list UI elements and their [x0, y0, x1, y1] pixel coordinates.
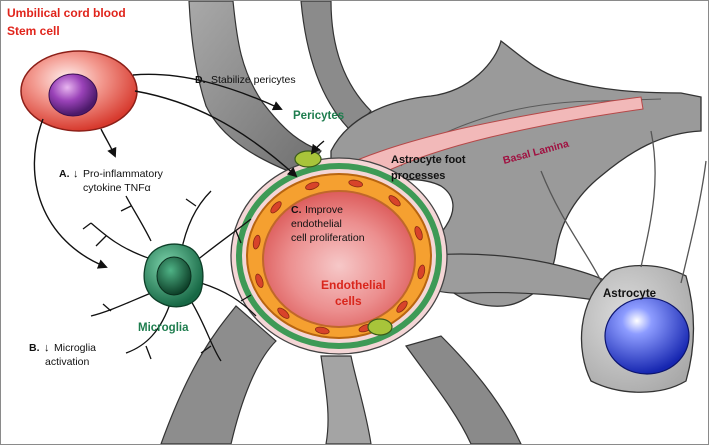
astrocyte-process	[188, 1, 322, 177]
astrocyte-process	[405, 335, 522, 444]
arrow-to-tnf	[100, 128, 117, 158]
astrocyte-label: Astrocyte	[603, 288, 656, 300]
microglia-branches	[82, 190, 257, 362]
astrocyte-nucleus	[604, 297, 690, 375]
endothelial-nucleus	[277, 307, 290, 319]
effect-c-line1: Improve	[305, 204, 343, 216]
vessel-green-layer	[236, 163, 442, 349]
effect-d-text: Stabilize pericytes	[211, 74, 296, 86]
effect-arrows	[33, 73, 325, 269]
effect-a-arrow: ↓	[73, 168, 79, 180]
endothelial-nucleus	[396, 300, 408, 313]
effect-b-arrow: ↓	[44, 342, 50, 354]
effect-a-letter: A.	[59, 168, 70, 180]
pericyte-pointer	[310, 140, 325, 155]
astrocyte-branches	[540, 130, 707, 284]
stem-cell-label-line2: Stem cell	[7, 24, 60, 38]
astrocyte-process	[320, 355, 372, 444]
astrocyte-foot-label-line1: Astrocyte foot	[391, 154, 466, 166]
stem-cell-label-line1: Umbilical cord blood	[7, 6, 126, 20]
endothelial-nucleus	[305, 181, 320, 191]
stem-cell	[20, 50, 138, 132]
effect-a-line1: Pro-inflammatory	[83, 168, 164, 180]
endothelial-nucleus	[417, 264, 426, 280]
effect-c-letter: C.	[291, 204, 302, 216]
effect-b-letter: B.	[29, 342, 40, 354]
endothelial-nucleus	[315, 326, 330, 335]
endothelial-label-line1: Endothelial	[321, 278, 386, 292]
effect-d-letter: D.	[195, 74, 206, 86]
blood-vessel	[230, 150, 448, 355]
endothelial-label-line2: cells	[335, 294, 362, 308]
effect-b-line2: activation	[45, 356, 90, 368]
endothelial-nucleus	[255, 273, 264, 288]
endothelial-nucleus	[270, 201, 282, 214]
pericyte-cell	[367, 318, 393, 336]
endothelial-nucleus	[348, 179, 363, 188]
endothelial-nucleus	[252, 234, 261, 250]
effect-c-line3: cell proliferation	[291, 232, 365, 244]
effect-c-line2: endothelial	[291, 218, 342, 230]
arrow-to-endothelial	[134, 90, 298, 178]
pericytes-label: Pericytes	[293, 110, 344, 122]
stem-cell-nucleus	[48, 73, 98, 117]
basal-lamina-band	[334, 96, 644, 180]
microglia	[82, 190, 257, 362]
astrocyte	[540, 130, 707, 393]
vessel-lumen	[262, 190, 416, 328]
microglia-nucleus	[156, 256, 192, 296]
arrow-to-microglia	[33, 118, 108, 269]
microglia-label: Microglia	[138, 322, 189, 334]
endothelial-nuclei	[252, 179, 426, 335]
pericyte-cell	[294, 150, 322, 168]
endothelial-nucleus	[388, 195, 401, 207]
arrow-to-pericytes	[132, 73, 283, 111]
effect-a-line2: cytokine TNFα	[83, 182, 151, 194]
effect-b-line1: Microglia	[54, 342, 96, 354]
endothelial-nucleus	[414, 226, 423, 241]
astrocyte-process	[160, 305, 277, 444]
astrocyte-foot-label-line2: processes	[391, 170, 445, 182]
